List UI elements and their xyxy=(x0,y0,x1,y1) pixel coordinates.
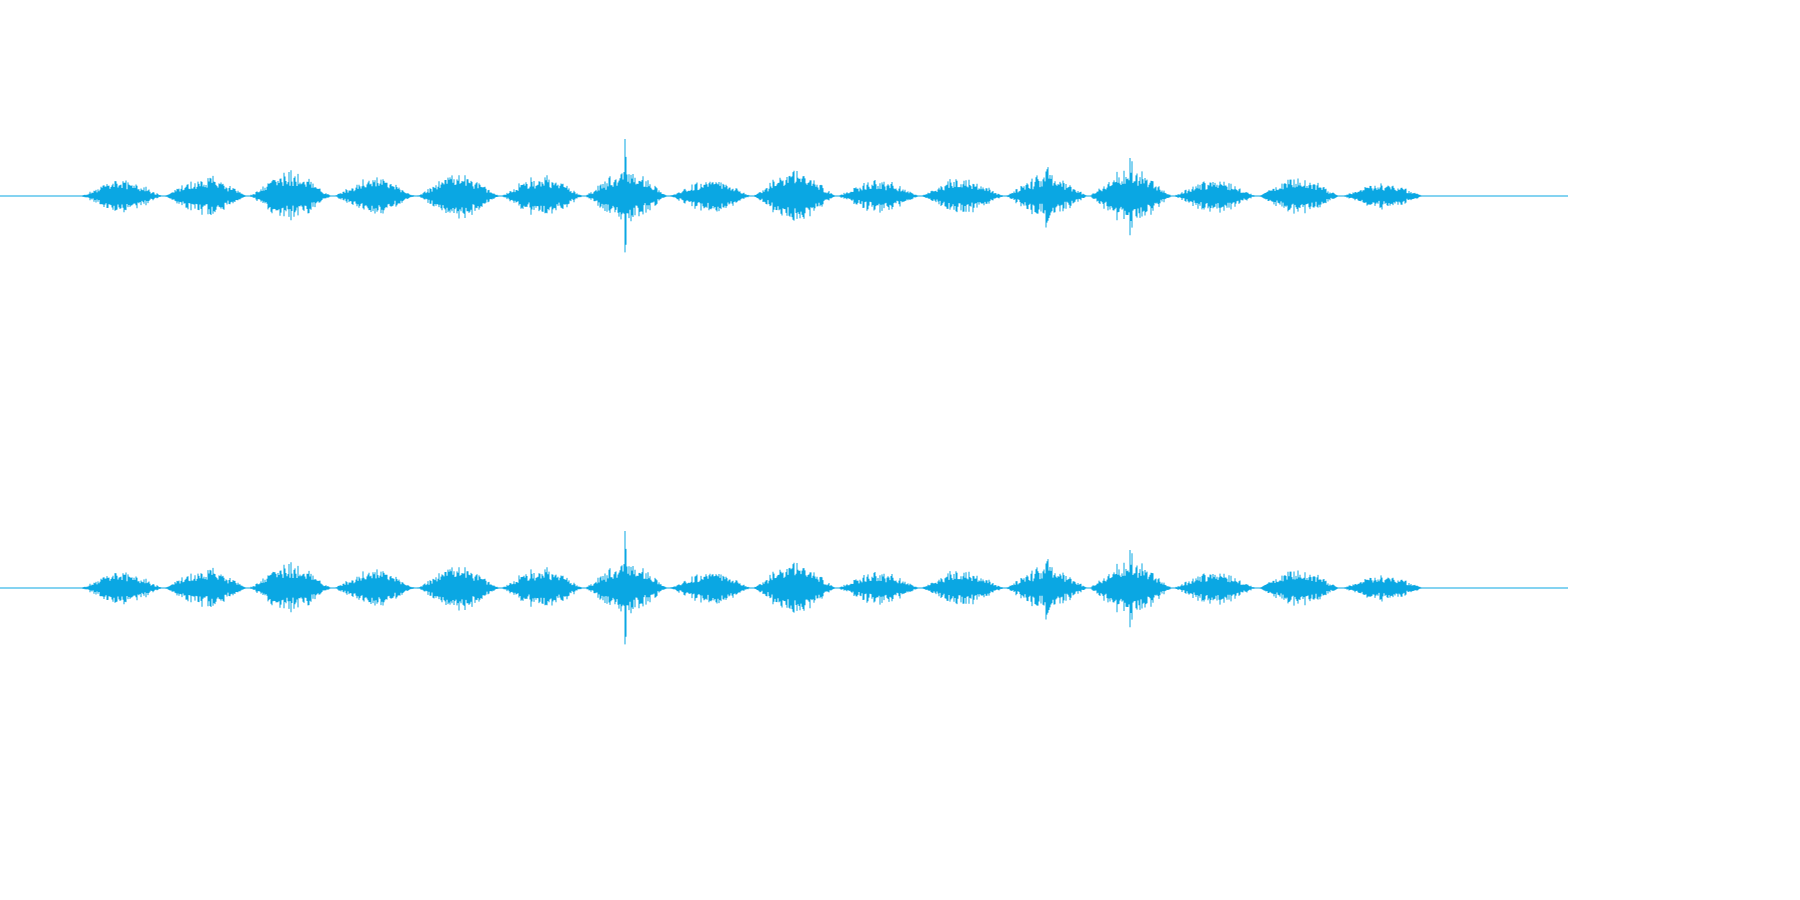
left-channel-waveform xyxy=(0,139,1568,253)
right-channel-waveform xyxy=(0,531,1568,645)
left-channel-signal xyxy=(0,139,1425,253)
waveform-canvas xyxy=(0,139,1568,645)
right-channel-signal xyxy=(0,531,1425,645)
waveform-view xyxy=(0,139,1568,645)
